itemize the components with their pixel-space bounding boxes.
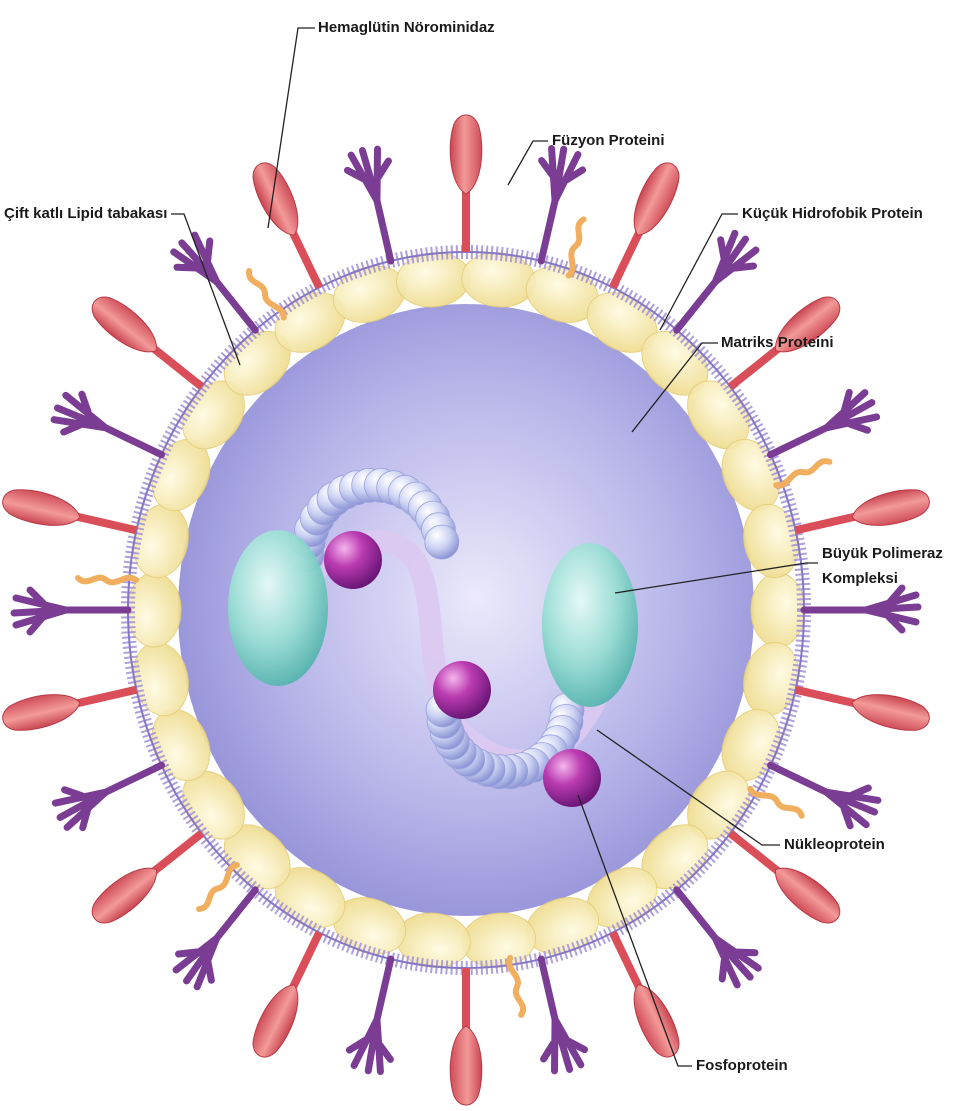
fusion-protein-spike (49, 387, 170, 474)
hydrophobic-squiggle (199, 863, 239, 911)
label-hydrophobic-protein: Küçük Hidrofobik Protein (742, 203, 923, 224)
fusion-protein-spike (660, 227, 764, 342)
label-nucleoprotein: Nükleoprotein (784, 834, 885, 855)
hemagglutinin-spike (450, 968, 482, 1105)
hemagglutinin-head (849, 484, 933, 532)
hydrophobic-squiggle (775, 458, 829, 487)
polymerase-complex-right (542, 543, 638, 707)
fusion-protein-spike (346, 955, 412, 1075)
hemagglutinin-head (450, 1026, 482, 1105)
fusion-protein-arms (660, 227, 764, 342)
fusion-protein-arms (167, 229, 271, 344)
phosphoprotein-2 (433, 661, 491, 719)
fusion-protein-spike (344, 145, 410, 265)
fusion-protein-arms (346, 955, 412, 1075)
fusion-protein-arms (522, 954, 588, 1074)
hemagglutinin-spike (85, 821, 212, 931)
hemagglutinin-spike (0, 484, 140, 545)
label-matrix-protein: Matriks Proteini (721, 332, 834, 353)
label-hemagglutinin: Hemaglütin Nörominidaz (318, 17, 495, 38)
hemagglutinin-head (450, 115, 482, 194)
hemagglutinin-spike (598, 157, 686, 294)
hemagglutinin-spike (450, 115, 482, 252)
fusion-protein-spike (14, 578, 136, 632)
hydrophobic-protein (246, 271, 286, 319)
hemagglutinin-spike (0, 674, 140, 735)
hemagglutinin-head (0, 484, 83, 532)
hemagglutinin-spike (598, 926, 686, 1063)
hemagglutinin-head (246, 978, 309, 1063)
hemagglutinin-spike (85, 289, 212, 399)
phosphoprotein-3 (543, 749, 601, 807)
label-polymerase-line2: Kompleksi (822, 568, 898, 589)
fusion-protein-spike (518, 145, 598, 276)
hemagglutinin-spike (246, 926, 334, 1063)
label-lipid-bilayer: Çift katlı Lipid tabakası (4, 203, 167, 224)
hemagglutinin-spike (792, 674, 933, 735)
fusion-protein-arms (49, 387, 170, 474)
fusion-protein-spike (661, 876, 765, 991)
phosphoprotein-1 (324, 531, 382, 589)
label-fusion-protein: Füzyon Proteini (552, 130, 665, 151)
polymerase-complex-left (228, 530, 328, 686)
fusion-protein-arms (661, 876, 765, 991)
hemagglutinin-head (849, 687, 933, 735)
fusion-protein-arms (804, 588, 918, 630)
hemagglutinin-head (766, 857, 847, 931)
nucleoprotein-bead (425, 525, 459, 559)
label-phosphoprotein: Fosfoprotein (696, 1055, 788, 1076)
leader-lipid (171, 214, 240, 365)
hemagglutinin-spike (792, 484, 933, 545)
hydrophobic-protein (775, 458, 829, 487)
hydrophobic-squiggle (246, 271, 286, 319)
hemagglutinin-head (624, 978, 687, 1063)
fusion-protein-spike (804, 588, 918, 630)
fusion-protein-arms (14, 590, 128, 632)
fusion-protein-spike (167, 221, 286, 350)
hemagglutinin-head (0, 687, 83, 735)
hemagglutinin-spike (246, 157, 334, 294)
fusion-protein-spike (508, 946, 588, 1077)
hemagglutinin-head (624, 157, 687, 242)
label-polymerase-line1: Büyük Polimeraz (822, 543, 943, 564)
fusion-protein-arms (344, 145, 410, 265)
hydrophobic-protein (199, 863, 239, 911)
hemagglutinin-head (85, 857, 166, 931)
hemagglutinin-head (85, 289, 166, 363)
